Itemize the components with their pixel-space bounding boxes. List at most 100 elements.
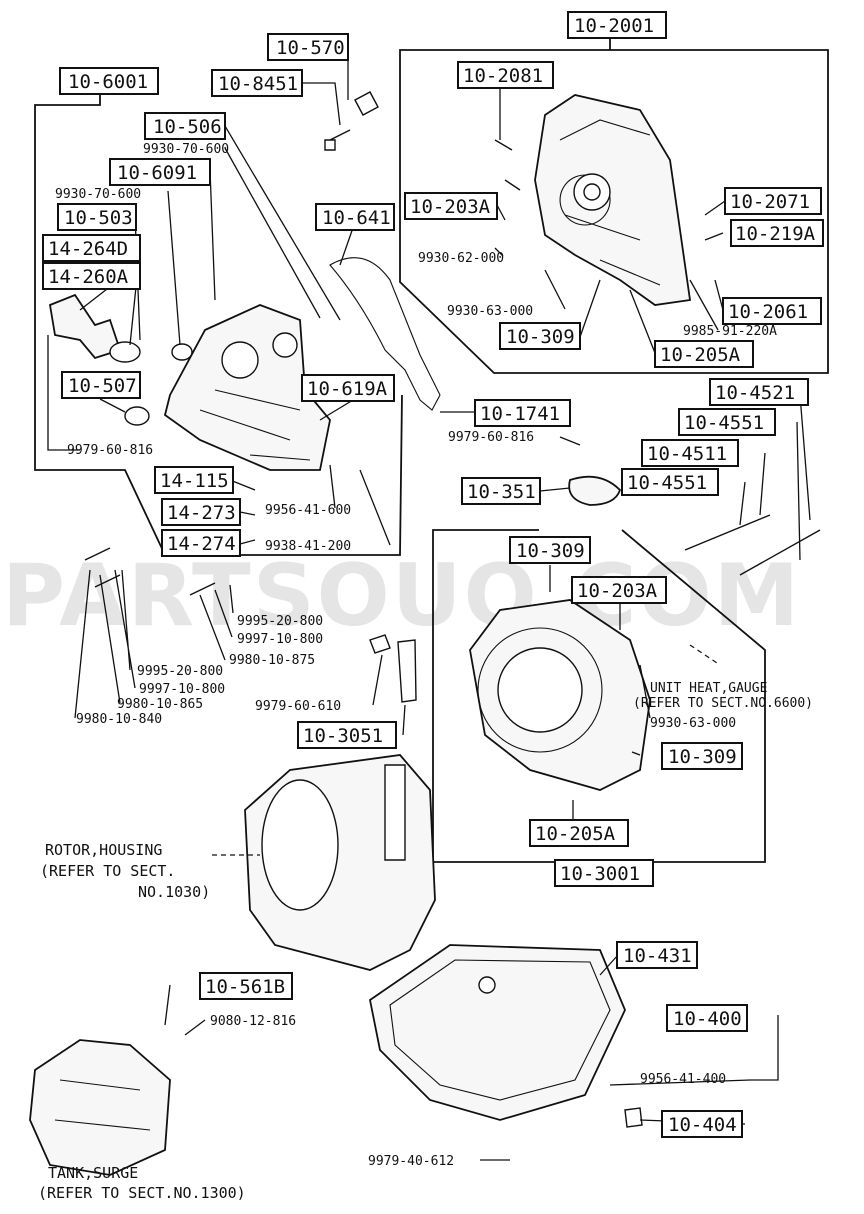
callout-label: 10-2081 <box>463 65 543 87</box>
callout-10-203A-top[interactable]: 10-203A <box>404 192 498 220</box>
callout-10-309-top[interactable]: 10-309 <box>499 322 581 350</box>
note-tank-surge: TANK,SURGE <box>48 1164 138 1182</box>
water-pump-drawing <box>163 304 331 471</box>
group-outline-10-6001 <box>34 92 403 556</box>
callout-10-4511[interactable]: 10-4511 <box>641 439 739 467</box>
label-9979-60-816[interactable]: 9979-60-816 <box>448 430 534 445</box>
rotor-housing-drawing <box>244 754 436 971</box>
callout-10-4551-a[interactable]: 10-4551 <box>678 408 776 436</box>
callout-14-260A[interactable]: 14-260A <box>42 262 141 290</box>
callout-10-3001[interactable]: 10-3001 <box>554 859 654 887</box>
callout-14-274[interactable]: 14-274 <box>161 529 241 557</box>
callout-label: 10-561B <box>205 976 285 998</box>
gasket-10-641-drawing <box>329 257 441 411</box>
label-9980-10-875[interactable]: 9980-10-875 <box>229 653 315 668</box>
callout-label: 10-507 <box>68 375 137 397</box>
bracket-10-3051-drawing <box>397 639 417 703</box>
callout-10-2001[interactable]: 10-2001 <box>567 11 667 39</box>
callout-10-641[interactable]: 10-641 <box>315 203 395 231</box>
callout-10-8451[interactable]: 10-8451 <box>211 69 303 97</box>
label-9938-41-200[interactable]: 9938-41-200 <box>265 539 351 554</box>
group-outline-10-2001 <box>399 36 829 374</box>
label-9995-20-800[interactable]: 9995-20-800 <box>237 614 323 629</box>
label-9930-63-000[interactable]: 9930-63-000 <box>650 716 736 731</box>
label-9980-10-865[interactable]: 9980-10-865 <box>117 697 203 712</box>
callout-label: 10-400 <box>673 1008 742 1030</box>
callout-label: 10-203A <box>577 580 658 602</box>
note-rotor-housing: ROTOR,HOUSING <box>45 841 162 859</box>
callout-label: 10-503 <box>64 207 133 229</box>
callout-label: 10-4551 <box>627 472 707 494</box>
callout-10-205A-top[interactable]: 10-205A <box>654 340 754 368</box>
front-cover-drawing <box>534 94 692 306</box>
callout-10-503[interactable]: 10-503 <box>57 203 137 231</box>
label-9956-41-600[interactable]: 9956-41-600 <box>265 503 351 518</box>
note-rotor-ref: (REFER TO SECT. <box>40 862 175 880</box>
callout-10-561B[interactable]: 10-561B <box>199 972 293 1000</box>
label-9956-41-400[interactable]: 9956-41-400 <box>640 1072 726 1087</box>
callout-10-506[interactable]: 10-506 <box>144 112 226 140</box>
bolt-icon <box>84 91 821 654</box>
dashed-lead-unit-heat <box>689 644 721 666</box>
callout-label: 10-619A <box>307 378 388 400</box>
callout-10-2061[interactable]: 10-2061 <box>722 297 822 325</box>
callout-10-309-mid[interactable]: 10-309 <box>509 536 591 564</box>
callout-10-431[interactable]: 10-431 <box>616 941 698 969</box>
callout-label: 10-205A <box>535 823 616 845</box>
label-9980-10-840[interactable]: 9980-10-840 <box>76 712 162 727</box>
label-9080-12-816[interactable]: 9080-12-816 <box>210 1014 296 1029</box>
callout-label: 14-274 <box>167 533 236 555</box>
label-9997-10-800[interactable]: 9997-10-800 <box>139 682 225 697</box>
label-9979-60-816[interactable]: 9979-60-816 <box>67 443 153 458</box>
callout-10-3051[interactable]: 10-3051 <box>297 721 397 749</box>
label-9985-91-220A[interactable]: 9985-91-220A <box>683 324 777 339</box>
callout-10-351[interactable]: 10-351 <box>461 477 541 505</box>
label-9979-60-610[interactable]: 9979-60-610 <box>255 699 341 714</box>
callout-label: 10-6091 <box>117 162 197 184</box>
callout-label: 14-273 <box>167 502 236 524</box>
note-unit-heat-ref: (REFER TO SECT.NO.6600) <box>633 696 813 711</box>
reference-notes: UNIT HEAT,GAUGE (REFER TO SECT.NO.6600) … <box>38 681 813 1202</box>
label-9995-20-800[interactable]: 9995-20-800 <box>137 664 223 679</box>
callout-label: 10-4511 <box>647 443 727 465</box>
oil-pan-icon <box>369 944 626 1121</box>
note-tank-ref: (REFER TO SECT.NO.1300) <box>38 1184 246 1202</box>
callout-label: 10-506 <box>153 116 222 138</box>
label-9930-62-000[interactable]: 9930-62-000 <box>418 251 504 266</box>
callout-label: 10-309 <box>516 540 585 562</box>
surge-tank-drawing <box>29 1039 171 1176</box>
callout-10-4521[interactable]: 10-4521 <box>709 378 809 406</box>
callout-label: 10-2061 <box>728 301 808 323</box>
callout-10-205A-low[interactable]: 10-205A <box>529 819 629 847</box>
callout-10-400[interactable]: 10-400 <box>666 1004 748 1032</box>
callout-10-619A[interactable]: 10-619A <box>301 374 395 402</box>
label-9930-63-000[interactable]: 9930-63-000 <box>447 304 533 319</box>
label-9930-70-600[interactable]: 9930-70-600 <box>55 187 141 202</box>
label-9997-10-800[interactable]: 9997-10-800 <box>237 632 323 647</box>
callout-14-115[interactable]: 14-115 <box>154 466 234 494</box>
callout-10-2071[interactable]: 10-2071 <box>724 187 822 215</box>
callout-14-264D[interactable]: 14-264D <box>42 234 141 262</box>
watermark: PARTSOUQ.COM <box>2 546 801 646</box>
callout-label: 10-4521 <box>715 382 795 404</box>
callout-10-6001[interactable]: 10-6001 <box>59 67 159 95</box>
callout-10-4551-b[interactable]: 10-4551 <box>621 468 719 496</box>
callout-10-203A-mid[interactable]: 10-203A <box>571 576 667 604</box>
callout-10-309-low[interactable]: 10-309 <box>661 742 743 770</box>
callout-label: 10-8451 <box>218 73 298 95</box>
water-outlet-drawing <box>48 293 141 363</box>
callout-10-404[interactable]: 10-404 <box>661 1110 743 1138</box>
label-9979-40-612[interactable]: 9979-40-612 <box>368 1154 454 1169</box>
label-9930-70-600[interactable]: 9930-70-600 <box>143 142 229 157</box>
note-rotor-section: NO.1030) <box>138 883 210 901</box>
callout-10-6091[interactable]: 10-6091 <box>109 158 211 186</box>
callout-label: 10-203A <box>410 196 491 218</box>
callout-10-2081[interactable]: 10-2081 <box>457 61 554 89</box>
callout-10-219A[interactable]: 10-219A <box>730 219 824 247</box>
callout-label: 10-3051 <box>303 725 383 747</box>
callout-label: 10-570 <box>276 37 345 59</box>
callout-10-570[interactable]: 10-570 <box>267 33 349 61</box>
callout-14-273[interactable]: 14-273 <box>161 498 241 526</box>
callout-10-1741[interactable]: 10-1741 <box>474 399 571 427</box>
callout-10-507[interactable]: 10-507 <box>61 371 141 399</box>
